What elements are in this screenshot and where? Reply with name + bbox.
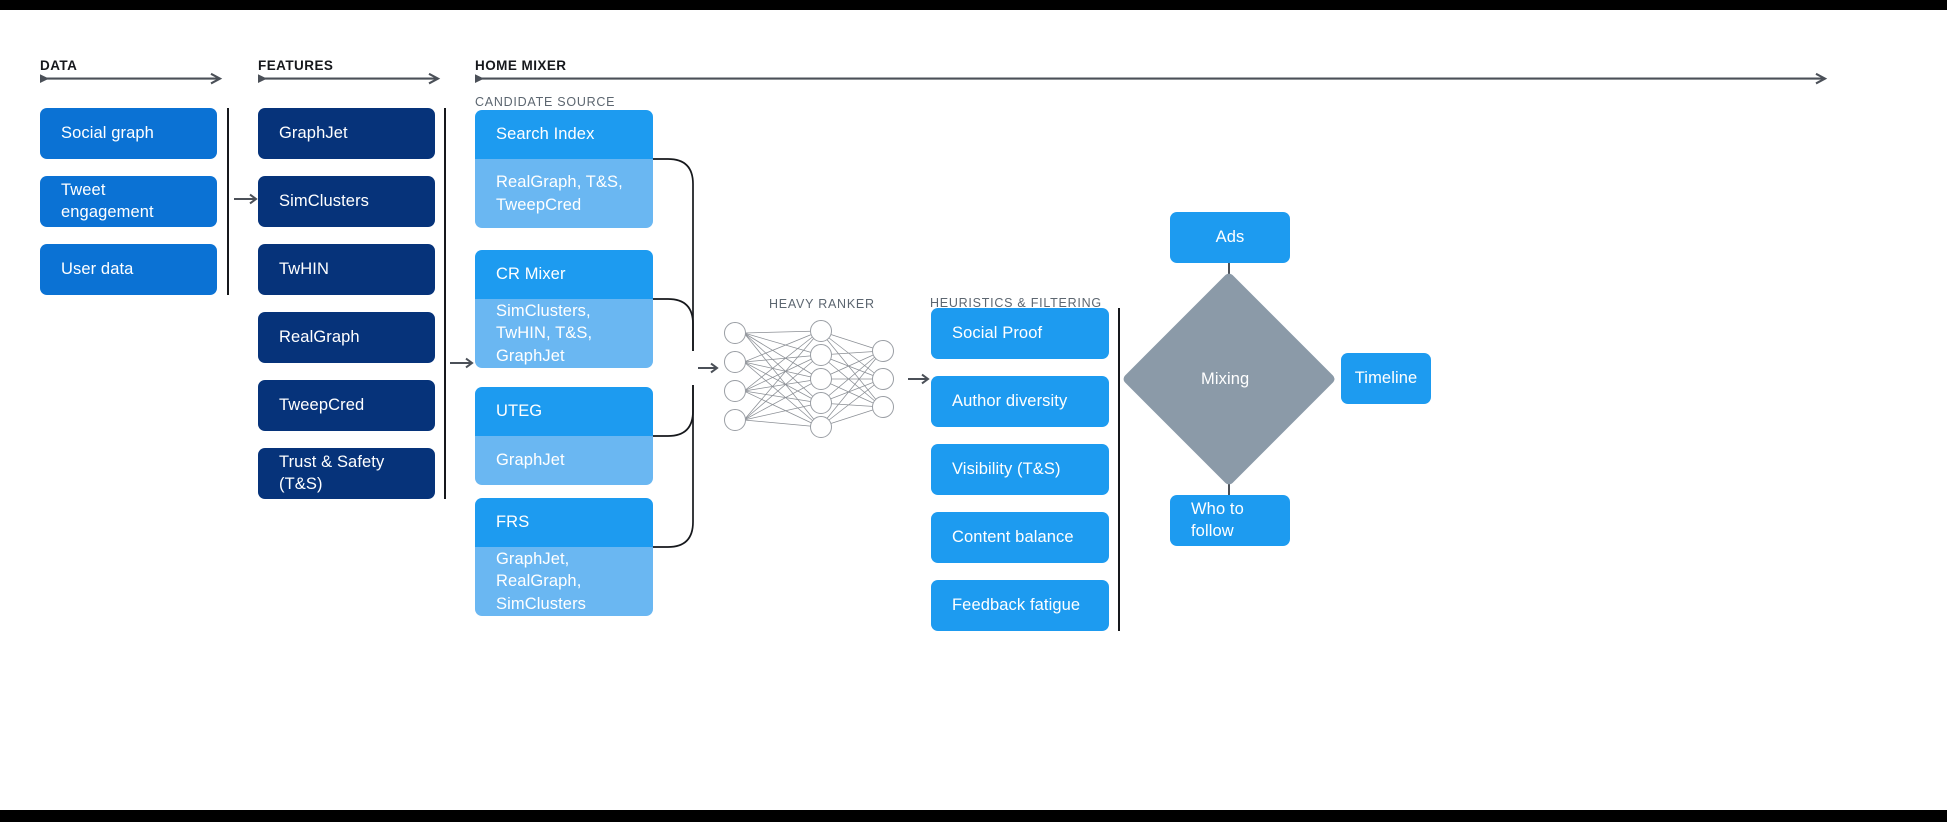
nn-output-node: [872, 340, 894, 362]
diagram-sheet: DATA FEATURES HOME MIXER CA: [0, 10, 1947, 810]
feature-item-trust-safety[interactable]: Trust & Safety (T&S): [258, 448, 435, 499]
output-ads-box[interactable]: Ads: [1170, 212, 1290, 263]
heuristic-item-social-proof[interactable]: Social Proof: [931, 308, 1109, 359]
arrow-candidate-to-ranker: [698, 362, 719, 374]
candidate-source-name: FRS: [475, 498, 653, 547]
heuristic-item-content-balance[interactable]: Content balance: [931, 512, 1109, 563]
candidate-source-card-search-index[interactable]: Search Index RealGraph, T&S, TweepCred: [475, 110, 653, 228]
nn-hidden-node: [810, 320, 832, 342]
nn-output-node: [872, 396, 894, 418]
phase-header-data: DATA: [40, 58, 78, 73]
arrow-features-to-candidate-source: [450, 357, 476, 369]
data-item-label: Social graph: [61, 123, 154, 142]
neural-network-nodes: [724, 320, 894, 438]
output-ads-label: Ads: [1215, 227, 1245, 246]
nn-output-node: [872, 368, 894, 390]
section-label-heuristics: HEURISTICS & FILTERING: [930, 296, 1102, 310]
heuristic-item-label: Social Proof: [952, 323, 1043, 342]
nn-input-node: [724, 409, 746, 431]
candidate-source-card-cr-mixer[interactable]: CR Mixer SimClusters, TwHIN, T&S, GraphJ…: [475, 250, 653, 368]
feature-item-label: TweepCred: [279, 395, 365, 414]
divider-features-homemixer: [444, 108, 446, 499]
heuristic-item-label: Feedback fatigue: [952, 595, 1081, 614]
data-item-label: User data: [61, 259, 134, 278]
feature-item-label: SimClusters: [279, 191, 370, 210]
heuristic-item-author-diversity[interactable]: Author diversity: [931, 376, 1109, 427]
feature-item-simclusters[interactable]: SimClusters: [258, 176, 435, 227]
nn-hidden-node: [810, 368, 832, 390]
candidate-source-brace: [653, 158, 694, 548]
feature-item-realgraph[interactable]: RealGraph: [258, 312, 435, 363]
data-item-label: Tweet engagement: [61, 181, 154, 221]
candidate-source-name: Search Index: [475, 110, 653, 159]
feature-item-graphjet[interactable]: GraphJet: [258, 108, 435, 159]
candidate-source-features: RealGraph, T&S, TweepCred: [475, 159, 653, 228]
arrow-data-to-features: [234, 193, 260, 205]
heuristic-item-label: Author diversity: [952, 391, 1068, 410]
section-label-candidate-source: CANDIDATE SOURCE: [475, 95, 616, 109]
heuristic-item-feedback-fatigue[interactable]: Feedback fatigue: [931, 580, 1109, 631]
feature-item-label: TwHIN: [279, 259, 329, 278]
arrow-ranker-to-heuristics: [908, 373, 930, 385]
divider-data-features: [227, 108, 229, 295]
output-who-to-follow-label: Who to follow: [1191, 500, 1244, 540]
nn-hidden-node: [810, 392, 832, 414]
data-item-social-graph[interactable]: Social graph: [40, 108, 217, 159]
candidate-source-features: SimClusters, TwHIN, T&S, GraphJet: [475, 299, 653, 368]
nn-input-node: [724, 351, 746, 373]
heuristic-item-label: Visibility (T&S): [952, 459, 1061, 478]
candidate-source-card-frs[interactable]: FRS GraphJet, RealGraph, SimClusters: [475, 498, 653, 616]
data-item-user-data[interactable]: User data: [40, 244, 217, 295]
phase-arrow-features: [258, 72, 443, 86]
phase-header-home-mixer: HOME MIXER: [475, 58, 567, 73]
output-timeline-label: Timeline: [1354, 368, 1418, 387]
candidate-source-name: CR Mixer: [475, 250, 653, 299]
neural-network-edges: [743, 330, 883, 428]
section-label-heavy-ranker: HEAVY RANKER: [769, 297, 875, 311]
phase-arrow-data: [40, 72, 225, 86]
feature-item-label: Trust & Safety (T&S): [279, 453, 385, 493]
feature-item-label: RealGraph: [279, 327, 360, 346]
nn-input-node: [724, 380, 746, 402]
nn-hidden-node: [810, 416, 832, 438]
phase-arrow-home-mixer: [475, 72, 1830, 86]
nn-input-node: [724, 322, 746, 344]
candidate-source-name: UTEG: [475, 387, 653, 436]
data-item-tweet-engagement[interactable]: Tweet engagement: [40, 176, 217, 227]
mixing-label: Mixing: [1201, 370, 1250, 388]
output-who-to-follow-box[interactable]: Who to follow: [1170, 495, 1290, 546]
feature-item-twhin[interactable]: TwHIN: [258, 244, 435, 295]
phase-header-features: FEATURES: [258, 58, 334, 73]
feature-item-tweepcred[interactable]: TweepCred: [258, 380, 435, 431]
candidate-source-card-uteg[interactable]: UTEG GraphJet: [475, 387, 653, 485]
candidate-source-features: GraphJet: [475, 436, 653, 485]
candidate-source-features: GraphJet, RealGraph, SimClusters: [475, 547, 653, 616]
heuristic-item-visibility[interactable]: Visibility (T&S): [931, 444, 1109, 495]
output-timeline-box[interactable]: Timeline: [1341, 353, 1431, 404]
nn-hidden-node: [810, 344, 832, 366]
feature-item-label: GraphJet: [279, 123, 348, 142]
divider-heuristics-output: [1118, 308, 1120, 631]
heuristic-item-label: Content balance: [952, 527, 1074, 546]
